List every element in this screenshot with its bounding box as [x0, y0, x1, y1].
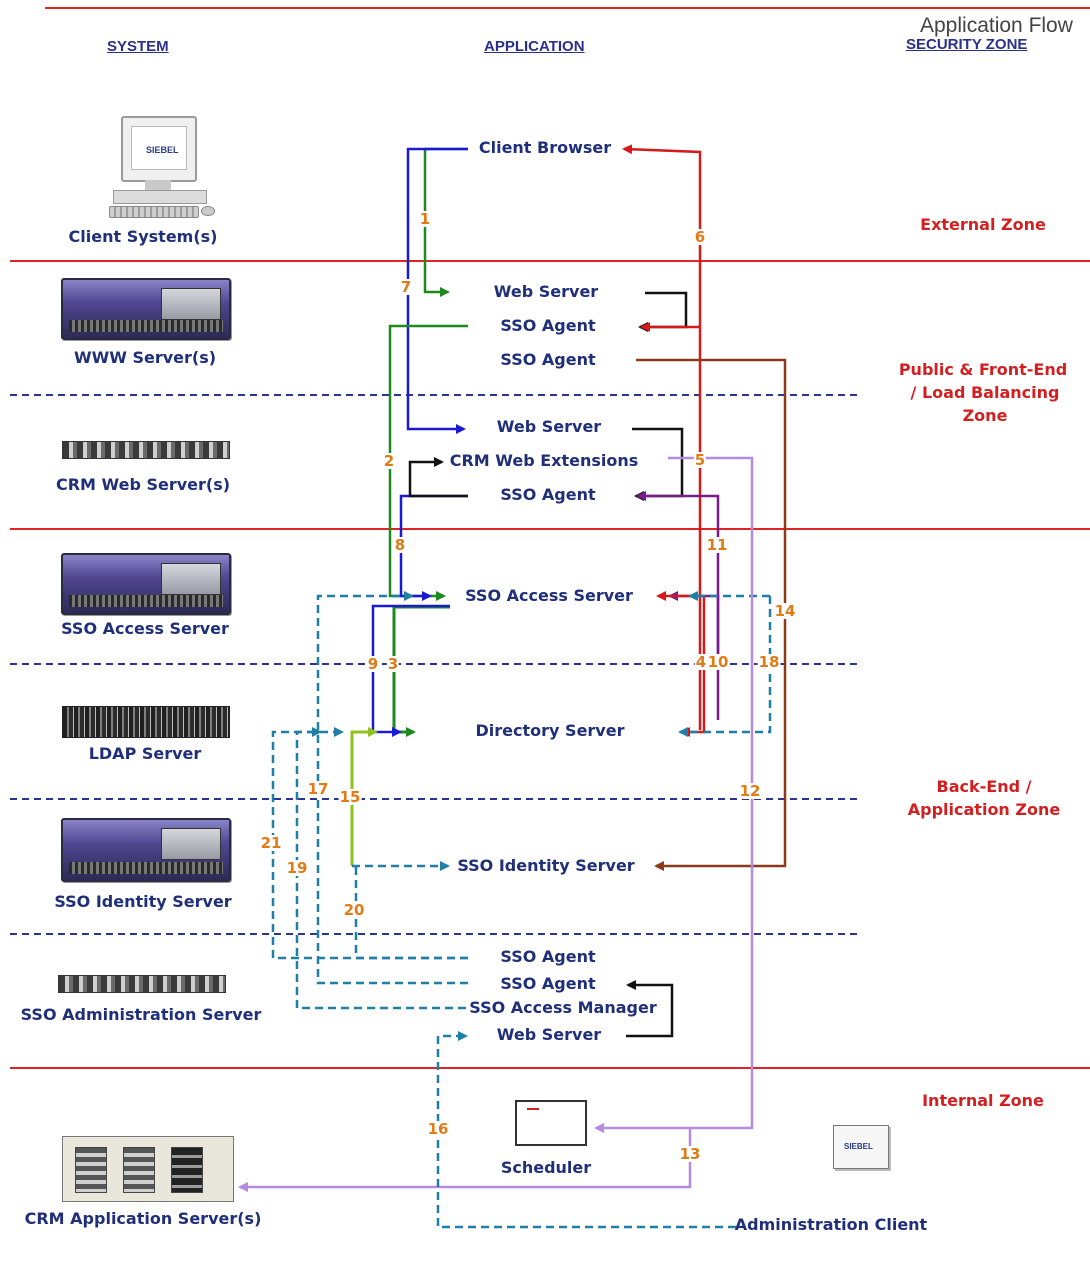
system-label-crm-web: CRM Web Server(s) — [55, 475, 231, 494]
flow-7 — [406, 147, 468, 434]
system-label-client: Client System(s) — [68, 227, 218, 246]
flow-1 — [423, 147, 468, 297]
app-web-server-1: Web Server — [493, 282, 599, 301]
step-3: 3 — [386, 655, 400, 673]
app-crm-web-extensions: CRM Web Extensions — [449, 451, 639, 470]
step-15: 15 — [338, 788, 362, 806]
app-client-browser: Client Browser — [478, 138, 612, 157]
step-5: 5 — [693, 451, 707, 469]
sso-identity-server-icon — [61, 818, 231, 882]
app-sso-access-manager: SSO Access Manager — [469, 998, 657, 1017]
app-sso-identity-server: SSO Identity Server — [457, 856, 635, 875]
zone-public-line2: / Load Balancing — [910, 383, 1060, 402]
sso-admin-server-icon — [58, 975, 226, 993]
app-sso-access-server: SSO Access Server — [465, 586, 633, 605]
step-2: 2 — [382, 452, 396, 470]
header-system: SYSTEM — [107, 38, 169, 55]
flow-5-12 — [594, 456, 754, 1133]
step-16: 16 — [426, 1120, 450, 1138]
flow-web-agent-1 — [638, 291, 688, 332]
step-4: 4 — [694, 653, 708, 671]
app-scheduler: Scheduler — [500, 1158, 592, 1177]
flow-admin-web-agent — [626, 980, 674, 1038]
app-sso-agent-4: SSO Agent — [500, 947, 596, 966]
app-sso-agent-2: SSO Agent — [500, 350, 596, 369]
step-1: 1 — [418, 210, 432, 228]
flow-agent-to-ext — [408, 457, 468, 498]
system-label-sso-access: SSO Access Server — [61, 619, 229, 638]
step-12: 12 — [738, 782, 762, 800]
app-web-server-3: Web Server — [496, 1025, 602, 1044]
zone-separators — [10, 7, 1090, 1069]
zone-internal: Internal Zone — [922, 1091, 1044, 1110]
step-13: 13 — [678, 1145, 702, 1163]
tier-separators — [10, 394, 858, 935]
system-label-www: WWW Server(s) — [73, 348, 217, 367]
flow-20 — [354, 866, 468, 960]
zone-backend-line1: Back-End / — [936, 777, 1032, 796]
app-sso-agent-3: SSO Agent — [500, 485, 596, 504]
ldap-server-icon — [62, 706, 230, 738]
flow-6 — [622, 144, 702, 730]
header-security-zone: SECURITY ZONE — [906, 36, 1028, 53]
step-7: 7 — [399, 278, 413, 296]
step-19: 19 — [285, 859, 309, 877]
zone-public-line1: Public & Front-End — [898, 360, 1068, 379]
flow-18 — [678, 596, 772, 737]
flow-11 — [636, 491, 720, 660]
app-directory-server: Directory Server — [475, 721, 625, 740]
step-20: 20 — [342, 901, 366, 919]
crm-web-server-icon — [62, 441, 230, 459]
www-server-icon — [61, 278, 231, 340]
header-application: APPLICATION — [484, 38, 585, 55]
step-11: 11 — [705, 536, 729, 554]
app-web-server-2: Web Server — [496, 417, 602, 436]
step-10: 10 — [706, 653, 730, 671]
step-8: 8 — [393, 536, 407, 554]
step-6: 6 — [693, 228, 707, 246]
sso-access-server-icon — [61, 553, 231, 615]
system-label-sso-admin: SSO Administration Server — [20, 1005, 262, 1024]
scheduler-icon — [515, 1100, 587, 1146]
system-label-sso-identity: SSO Identity Server — [54, 892, 232, 911]
admin-client-icon: SIEBEL — [833, 1125, 889, 1169]
zone-public-line3: Zone — [962, 406, 1008, 425]
app-sso-agent-1: SSO Agent — [500, 316, 596, 335]
step-17: 17 — [306, 780, 330, 798]
flow-16 — [436, 1031, 736, 1229]
crm-app-server-icon — [62, 1136, 234, 1202]
step-18: 18 — [757, 653, 781, 671]
flow-13 — [238, 1128, 692, 1192]
flow-8 — [399, 494, 468, 601]
client-computer-icon: SIEBEL — [105, 112, 215, 222]
diagram-title: Application Flow — [920, 14, 1073, 37]
zone-external: External Zone — [920, 215, 1046, 234]
flow-21 — [271, 727, 468, 960]
flow-web-agent-2 — [632, 427, 684, 501]
step-14: 14 — [773, 602, 797, 620]
flow-3 — [392, 605, 450, 737]
app-sso-agent-5: SSO Agent — [500, 974, 596, 993]
system-label-crm-app: CRM Application Server(s) — [24, 1209, 262, 1228]
flow-14 — [636, 358, 787, 871]
siebel-logo-small: SIEBEL — [844, 1142, 873, 1151]
zone-backend-line2: Application Zone — [907, 800, 1061, 819]
flow-19 — [295, 727, 466, 1010]
flow-15 — [350, 727, 378, 866]
step-9: 9 — [366, 655, 380, 673]
system-label-ldap: LDAP Server — [88, 744, 202, 763]
app-administration-client: Administration Client — [734, 1215, 928, 1234]
siebel-logo: SIEBEL — [146, 145, 179, 155]
step-21: 21 — [259, 834, 283, 852]
flow-9 — [371, 604, 450, 737]
